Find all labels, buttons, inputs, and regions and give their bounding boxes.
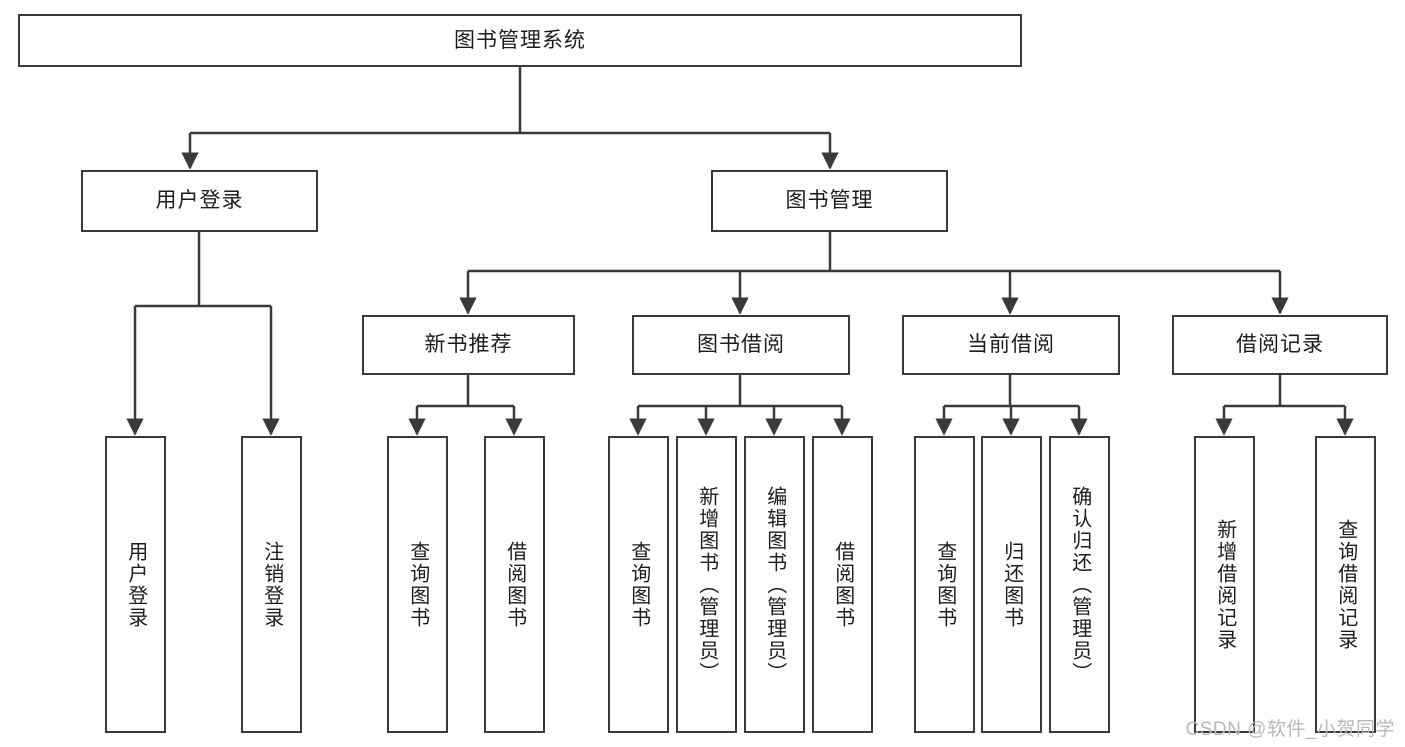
node-label: 查询借阅记录 bbox=[1334, 518, 1357, 651]
node-label: 注销登录 bbox=[260, 540, 283, 629]
leaf-borrow-record-query-record[interactable]: 查询借阅记录 bbox=[1315, 436, 1376, 733]
node-label: 图书管理系统 bbox=[454, 28, 586, 52]
node-borrow-record[interactable]: 借阅记录 bbox=[1172, 315, 1388, 375]
node-root-book-management-system[interactable]: 图书管理系统 bbox=[18, 14, 1022, 67]
node-label: 新增图书（管理员） bbox=[695, 485, 718, 684]
node-label: 编辑图书（管理员） bbox=[763, 485, 786, 684]
node-label: 图书管理 bbox=[785, 189, 874, 213]
leaf-current-borrow-return-books[interactable]: 归还图书 bbox=[981, 436, 1042, 733]
leaf-new-book-query-books[interactable]: 查询图书 bbox=[387, 436, 448, 733]
node-label: 图书借阅 bbox=[697, 333, 785, 357]
node-label: 新书推荐 bbox=[424, 333, 513, 357]
node-label: 借阅图书 bbox=[831, 540, 854, 629]
leaf-user-login-logout[interactable]: 注销登录 bbox=[241, 436, 302, 733]
node-label: 查询图书 bbox=[406, 540, 429, 629]
watermark-text: CSDN @软件_小贺同学 bbox=[1185, 719, 1395, 740]
leaf-current-borrow-query-books[interactable]: 查询图书 bbox=[914, 436, 975, 733]
node-label: 借阅图书 bbox=[503, 540, 526, 629]
leaf-book-borrow-add-book-admin[interactable]: 新增图书（管理员） bbox=[676, 436, 737, 733]
leaf-user-login-login[interactable]: 用户登录 bbox=[105, 436, 166, 733]
node-label: 用户登录 bbox=[155, 189, 244, 213]
leaf-new-book-borrow-books[interactable]: 借阅图书 bbox=[484, 436, 545, 733]
leaf-current-borrow-confirm-return-admin[interactable]: 确认归还（管理员） bbox=[1049, 436, 1110, 733]
leaf-book-borrow-borrow-books[interactable]: 借阅图书 bbox=[812, 436, 873, 733]
leaf-book-borrow-query-books[interactable]: 查询图书 bbox=[608, 436, 669, 733]
node-label: 确认归还（管理员） bbox=[1068, 485, 1091, 684]
leaf-book-borrow-edit-book-admin[interactable]: 编辑图书（管理员） bbox=[744, 436, 805, 733]
node-user-login[interactable]: 用户登录 bbox=[81, 170, 318, 232]
node-new-book-recommend[interactable]: 新书推荐 bbox=[362, 315, 575, 375]
node-label: 查询图书 bbox=[933, 540, 956, 629]
node-book-borrow[interactable]: 图书借阅 bbox=[632, 315, 850, 375]
leaf-borrow-record-add-record[interactable]: 新增借阅记录 bbox=[1194, 436, 1255, 733]
node-label: 新增借阅记录 bbox=[1213, 518, 1236, 651]
node-label: 借阅记录 bbox=[1236, 333, 1324, 357]
node-label: 查询图书 bbox=[627, 540, 650, 629]
node-label: 当前借阅 bbox=[967, 333, 1055, 357]
node-label: 用户登录 bbox=[124, 540, 147, 629]
node-label: 归还图书 bbox=[1000, 540, 1023, 629]
node-book-management[interactable]: 图书管理 bbox=[711, 170, 948, 232]
node-current-borrow[interactable]: 当前借阅 bbox=[902, 315, 1120, 375]
